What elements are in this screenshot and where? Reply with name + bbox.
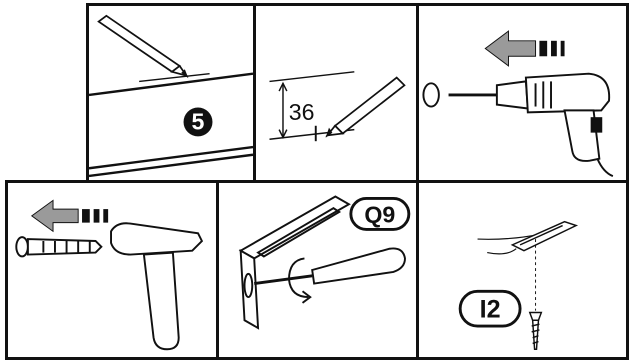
screwdriver-icon: [254, 248, 405, 283]
arrow-left-icon: [485, 31, 564, 66]
part-badge-label: I2: [480, 295, 501, 323]
step-panel-hammer: [5, 180, 219, 360]
part-badge-q9: Q9: [351, 198, 409, 229]
step-number: 5: [192, 109, 205, 135]
part-badge-label: Q9: [364, 202, 395, 228]
hammer-illustration: [8, 183, 216, 357]
rotate-arrow-icon: [289, 258, 310, 302]
measure-illustration: 36: [256, 6, 416, 180]
screw-bracket-illustration: Q9: [219, 183, 416, 357]
wall-plug-icon: [16, 237, 101, 256]
step-panel-screw: I2: [416, 180, 629, 360]
step-panel-measure: 36: [253, 3, 419, 183]
step-panel-screw-bracket: Q9: [216, 180, 419, 360]
drill-icon: [449, 74, 613, 176]
step-panel-drill: [416, 3, 629, 183]
arrow-left-icon: [32, 200, 108, 231]
screw-illustration: I2: [419, 183, 626, 357]
drill-illustration: [419, 6, 626, 180]
screw-icon: [530, 313, 542, 350]
part-badge-i2: I2: [460, 291, 520, 326]
pencil-icon: [327, 78, 404, 136]
pencil-icon: [99, 16, 187, 76]
measurement-label: 36: [289, 99, 315, 125]
hammer-icon: [111, 223, 202, 349]
step-panel-mark-board: 5: [86, 3, 256, 183]
bracket-icon: [512, 222, 576, 251]
wall-plug-hole: [423, 83, 438, 106]
board-icon: [89, 74, 253, 176]
mark-board-illustration: 5: [89, 6, 253, 180]
